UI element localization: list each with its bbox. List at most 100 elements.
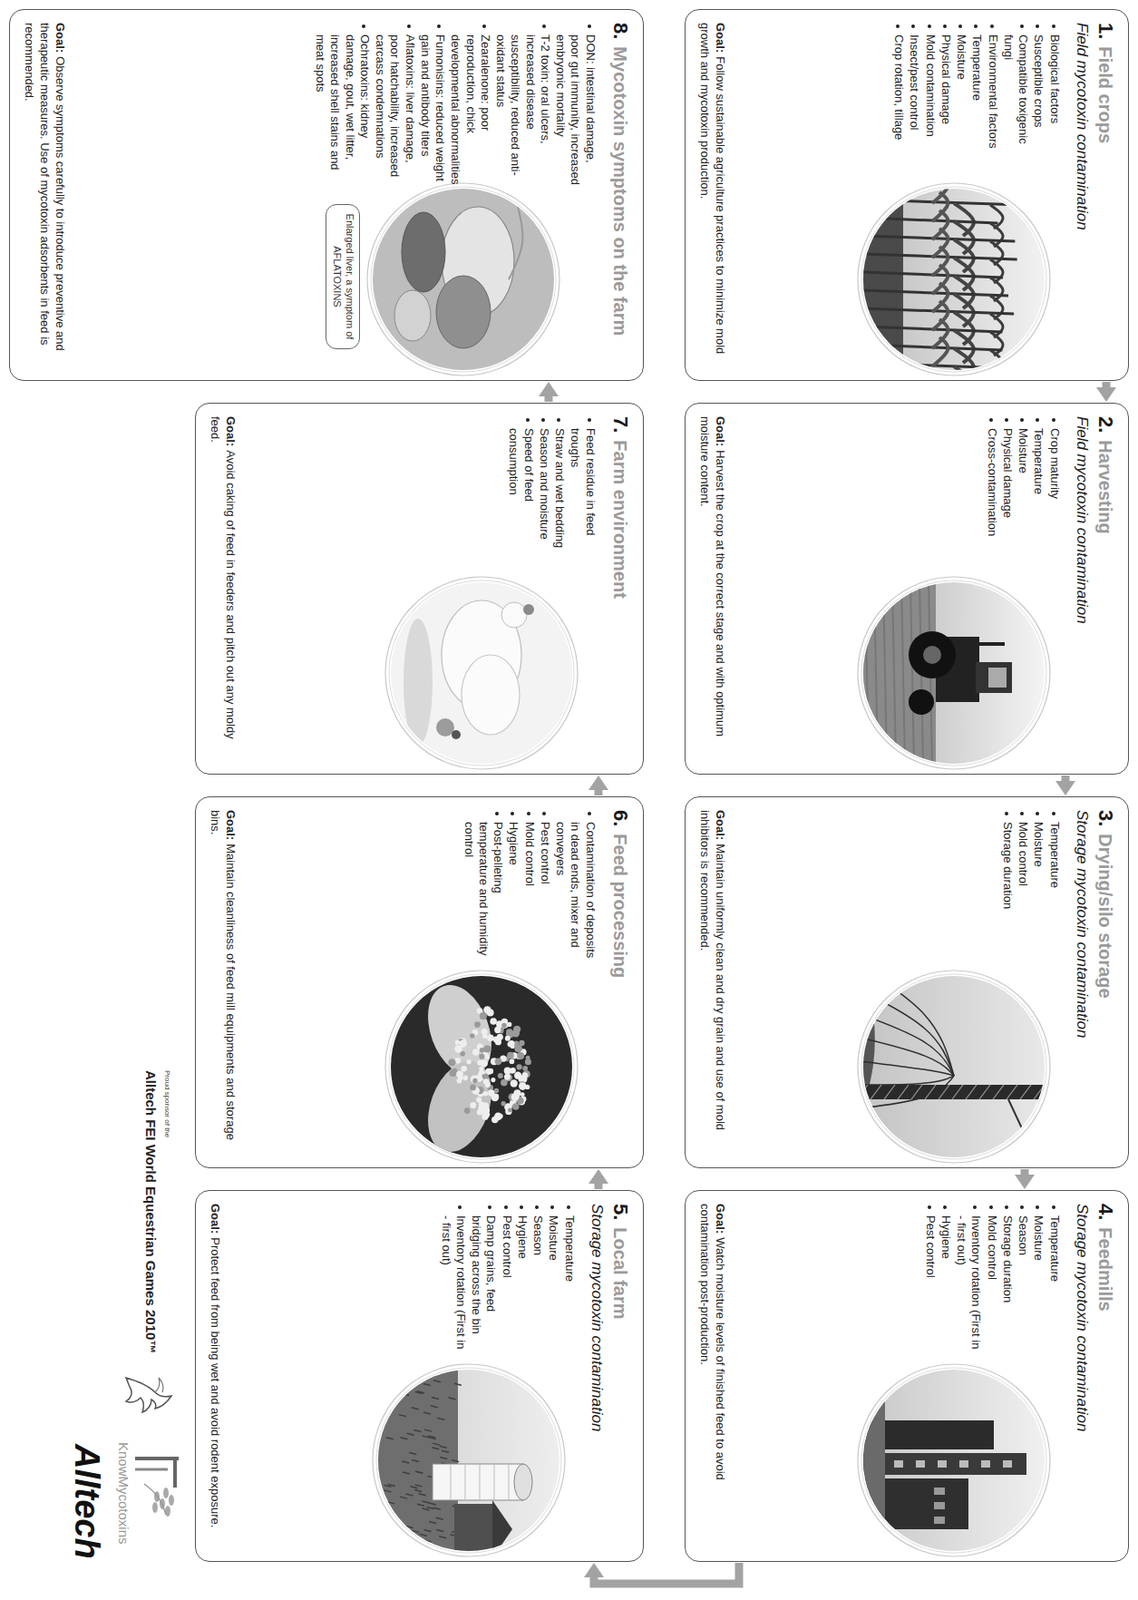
goal-text: Follow sustainable agriculture practices…: [698, 22, 728, 354]
box-body: Feed residue in feed troughsStraw and we…: [244, 416, 598, 761]
callout-text: Enlarged liver, a symptom of AFLATOXINS: [330, 212, 357, 341]
goal-label: Goal:: [713, 22, 728, 53]
box-heading: 4.Feedmills: [1093, 1203, 1118, 1548]
goal-label: Goal:: [713, 809, 728, 840]
bullet-item: Crop rotation, tillage: [891, 22, 906, 173]
goal-label: Goal:: [223, 416, 238, 447]
step-number: 7.: [609, 416, 633, 433]
stage-subtitle: Storage mycotoxin contamination: [1072, 1203, 1091, 1548]
box-body: TemperatureMoistureSeasonStorage duratio…: [734, 1203, 1062, 1548]
logo-text: KnowMycotoxins: [116, 1441, 132, 1545]
goal-text: Harvest the crop at the correct stage an…: [698, 416, 728, 737]
bullet-item: Storage duration: [1000, 809, 1015, 960]
bullet-item: Biological factors: [1046, 22, 1061, 173]
bullet-item: T-2 toxin: oral ulcers, increased diseas…: [493, 22, 553, 186]
bullet-item: Straw and wet bedding: [552, 416, 567, 566]
bullet-item: Contamination of deposits in dead ends, …: [553, 809, 598, 960]
box-heading: 3. Drying/silo storage: [1093, 809, 1118, 1155]
logo-text: Proud sponsor of the: [163, 1069, 172, 1138]
bullet-item: Damp grains, feed bridging across the bi…: [468, 1203, 499, 1353]
bullet-item: Moisture: [1031, 809, 1046, 960]
goal-label: Goal:: [223, 809, 238, 840]
bullet-item: Inventory rotation (First in - first out…: [437, 1203, 468, 1353]
bullet-item: Season: [530, 1203, 545, 1353]
bullet-item: Hygiene: [938, 1203, 954, 1353]
stage-name: Local farm: [610, 1226, 631, 1319]
bullet-item: Pest control: [922, 1203, 937, 1353]
bullet-item: Hygiene: [515, 1203, 530, 1353]
bullet-list: TemperatureMoistureSeasonStorage duratio…: [922, 1203, 1061, 1353]
logo-text: Alltech: [67, 1443, 107, 1559]
goal-text: Watch moisture levels of finished feed t…: [698, 1203, 728, 1480]
stage-subtitle: Storage mycotoxin contamination: [1072, 809, 1091, 1155]
box-body: TemperatureMoistureSeasonHygienePest con…: [229, 1203, 577, 1548]
flow-arrow: [1102, 381, 1111, 388]
bullet-item: Feed residue in feed troughs: [567, 416, 598, 566]
bullet-item: Post-pelleting temperature and humidity …: [460, 809, 506, 960]
bullet-item: Ochratoxins: kidney damage, gout, wet li…: [312, 22, 372, 186]
bullet-item: Insect/pest control: [906, 22, 922, 173]
stage-name: Farm environment: [610, 439, 631, 598]
process-box: 5. Local farmStorage mycotoxin contaminat…: [194, 1189, 644, 1562]
flow-arrow: [544, 396, 554, 402]
stage-subtitle: Field mycotoxin contamination: [1072, 416, 1091, 761]
box-heading: 2.Harvesting: [1093, 416, 1118, 761]
step-number: 3.: [1094, 809, 1118, 827]
goal-text: Maintain uniformly clean and dry grain a…: [698, 809, 728, 1130]
bullet-item: Pest control: [537, 809, 553, 960]
bullet-item: Moisture: [545, 1203, 561, 1353]
bullet-item: Moisture: [1031, 1203, 1046, 1353]
bullet-item: Mold control: [983, 1203, 999, 1353]
bullet-item: Zearalenone: poor reproduction, chick de…: [447, 22, 493, 186]
process-box: 1. Field cropsField mycotoxin contaminati…: [684, 9, 1129, 381]
flow-arrow: [594, 789, 604, 796]
logo-text: Alltech FEI World Equestrian Games 2010™: [143, 1069, 159, 1353]
bullet-item: Susceptible crops: [1031, 22, 1046, 173]
goal-text: Protect feed from being wet and avoid ro…: [208, 1236, 223, 1528]
goal-paragraph: Goal:Watch moisture levels of finished f…: [696, 1203, 728, 1548]
goal-label: Goal:: [713, 1203, 728, 1234]
step-number: 2.: [1094, 416, 1118, 433]
bullet-item: Pest control: [498, 1203, 514, 1353]
box-heading: 7. Farm environment: [608, 416, 633, 761]
bullet-item: Season: [1015, 1203, 1031, 1353]
stage-name: Feedmills: [1095, 1226, 1116, 1311]
bullet-item: Cross-contamination: [983, 416, 999, 566]
bullet-item: Hygiene: [505, 809, 521, 960]
goal-paragraph: Goal:Maintain cleanliness of feed mill e…: [206, 809, 238, 1155]
goal-text: Maintain cleanliness of feed mill equipm…: [208, 809, 238, 1140]
goal-text: Avoid caking of feed in feeders and pitc…: [208, 416, 238, 740]
step-number: 1.: [1094, 22, 1118, 39]
stage-subtitle: Field mycotoxin contamination: [1072, 22, 1091, 368]
process-box: 7. Farm environment Feed residue in feed t…: [194, 402, 644, 775]
flow-arrow: [1021, 1168, 1030, 1175]
stage-name: Drying/silo storage: [1095, 833, 1116, 998]
bullet-list: Crop maturityTemperatureMoisturePhysical…: [983, 416, 1061, 566]
box-heading: 5. Local farm: [608, 1203, 633, 1548]
goal-paragraph: Goal:Avoid caking of feed in feeders and…: [206, 416, 238, 761]
goal-label: Goal:: [53, 22, 68, 53]
bullet-item: Compatible toxigenic fungi: [1001, 22, 1032, 173]
box-heading: 8.Mycotoxin symptoms on the farm: [608, 22, 633, 368]
box-heading: 1. Field crops: [1093, 22, 1118, 368]
box-body: Crop maturityTemperatureMoisturePhysical…: [734, 416, 1062, 761]
box-body: Contamination of deposits in dead ends, …: [244, 809, 598, 1155]
bullet-item: Temperature: [1031, 416, 1046, 566]
bullet-item: Inventory rotation (First in - first out…: [953, 1203, 984, 1353]
goal-label: Goal:: [713, 416, 728, 447]
bullet-list: Contamination of deposits in dead ends, …: [460, 809, 597, 960]
bullet-list: Feed residue in feed troughsStraw and we…: [505, 416, 598, 566]
bullet-item: Mold control: [1015, 809, 1031, 960]
flow-arrow: [593, 1562, 740, 1584]
process-box: 4.FeedmillsStorage mycotoxin contaminati…: [684, 1189, 1129, 1562]
bullet-item: Temperature: [561, 1203, 576, 1353]
stage-subtitle: Storage mycotoxin contamination: [587, 1203, 606, 1548]
goal-text: Observe symptoms carefully to introduce …: [22, 22, 68, 351]
step-number: 5.: [609, 1203, 633, 1220]
bullet-list: DON: intestinal damage, poor gut immunit…: [312, 22, 598, 186]
flow-arrow: [594, 1183, 604, 1189]
bullet-item: Moisture: [1015, 416, 1031, 566]
stage-name: Feed processing: [610, 833, 631, 978]
stage-name: Field crops: [1095, 46, 1116, 144]
